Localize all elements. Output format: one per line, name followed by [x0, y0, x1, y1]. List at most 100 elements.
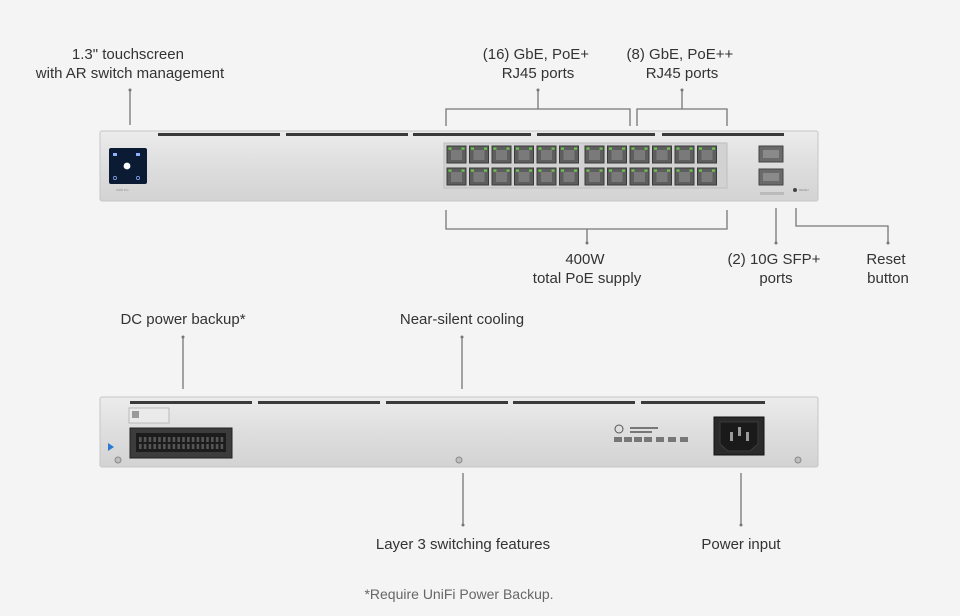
gbe-poe-plus-label: (16) GbE, PoE+ RJ45 ports: [483, 46, 593, 82]
rj45-port-socket: [451, 172, 462, 182]
rj45-port-socket: [679, 150, 690, 160]
port-led: [586, 169, 590, 172]
rj45-port-socket: [473, 172, 485, 182]
callout-lines: [128, 88, 890, 527]
port-led: [529, 169, 532, 172]
gbe-poe-plus-label-line-2: RJ45 ports: [502, 65, 575, 82]
gbe-poe-plus-plus-label-line-1: (8) GbE, PoE++: [627, 46, 734, 63]
port-led: [529, 147, 532, 150]
port-led: [461, 169, 465, 172]
dc-indicator-arrow: [108, 443, 114, 451]
layer3-label: Layer 3 switching features: [376, 536, 550, 553]
dc-power-backup-label: DC power backup*: [120, 311, 245, 328]
port-led: [644, 147, 648, 150]
port-led: [676, 169, 680, 172]
power-input-port[interactable]: [713, 416, 765, 456]
dc-pin: [167, 437, 171, 442]
dc-pins: [139, 437, 224, 449]
dc-pin: [201, 437, 204, 442]
ubiquiti-logo-icon: [614, 424, 624, 434]
rj45-port-socket: [541, 150, 552, 160]
dc-pin: [172, 437, 176, 442]
port-led: [461, 147, 465, 150]
gbe-poe-plus-plus-label-line-2: RJ45 ports: [646, 65, 719, 82]
dc-pin: [182, 444, 185, 449]
rj45-port-socket: [563, 172, 575, 182]
dc-pin: [206, 444, 209, 449]
port-led: [516, 169, 519, 172]
port-led: [538, 169, 542, 172]
dc-pin: [215, 437, 219, 442]
port-led: [609, 147, 612, 150]
rj45-port-socket: [518, 172, 530, 182]
rj45-port-socket: [611, 150, 623, 160]
port-led: [654, 169, 657, 172]
rj45-port-socket: [634, 150, 645, 160]
port-led: [484, 169, 487, 172]
poe-supply-label-line-1: 400W: [565, 251, 605, 268]
port-led: [538, 147, 542, 150]
port-led: [586, 147, 590, 150]
port-led: [667, 169, 670, 172]
dc-pin: [163, 444, 166, 449]
dc-pin: [191, 437, 195, 442]
sfp-ports-label-line-2: ports: [759, 270, 792, 287]
footnote: *Require UniFi Power Backup.: [364, 586, 553, 602]
gbe-poe-plus-plus-label: (8) GbE, PoE++ RJ45 ports: [627, 46, 738, 82]
port-led: [493, 147, 497, 150]
port-led: [561, 169, 564, 172]
port-led: [667, 147, 670, 150]
port-led: [484, 147, 487, 150]
dc-pin: [148, 444, 152, 449]
port-led: [471, 147, 474, 150]
sfp-ports-label-line-1: (2) 10G SFP+: [727, 251, 820, 268]
dc-pin: [139, 444, 142, 449]
port-led: [506, 147, 510, 150]
rj45-port-socket: [634, 172, 645, 182]
reset-button-label-line-1: Reset: [866, 251, 906, 268]
rj45-port-socket: [679, 172, 690, 182]
rear-screws: [114, 456, 802, 464]
port-led: [622, 147, 625, 150]
port-led: [699, 169, 702, 172]
port-led: [599, 169, 603, 172]
rj45-port-socket: [473, 150, 485, 160]
port-led: [712, 147, 715, 150]
dc-pin: [196, 444, 200, 449]
front-panel: USW Pro RESET: [99, 130, 819, 202]
touchscreen-label: 1.3" touchscreen with AR switch manageme…: [35, 46, 225, 82]
rj45-port-socket: [701, 150, 713, 160]
port-led: [506, 169, 510, 172]
rj45-port-socket: [563, 150, 575, 160]
dc-pin: [143, 444, 147, 449]
reset-button[interactable]: [793, 188, 797, 192]
sfp-ports-label: (2) 10G SFP+ ports: [727, 251, 824, 287]
gbe-poe-plus-label-line-1: (16) GbE, PoE+: [483, 46, 590, 63]
port-led: [712, 169, 715, 172]
dc-pin: [191, 444, 195, 449]
port-led: [699, 147, 702, 150]
rj45-port-socket: [496, 172, 507, 182]
port-led: [689, 169, 693, 172]
poe-supply-label-line-2: total PoE supply: [533, 270, 642, 287]
port-led: [561, 147, 564, 150]
dc-pin: [215, 444, 219, 449]
dc-pin: [143, 437, 147, 442]
rj45-port-socket: [701, 172, 713, 182]
port-led: [599, 147, 603, 150]
dc-pin: [206, 437, 209, 442]
port-led: [516, 147, 519, 150]
port-led: [609, 169, 612, 172]
port-led: [493, 169, 497, 172]
dc-pin: [148, 437, 152, 442]
dc-pin: [177, 437, 180, 442]
dc-power-backup-port[interactable]: [129, 427, 233, 459]
dc-pin: [177, 444, 180, 449]
port-led: [631, 169, 635, 172]
touchscreen: [109, 148, 147, 184]
dc-pin: [211, 444, 214, 449]
dc-pin: [153, 437, 156, 442]
dc-pin: [163, 437, 166, 442]
rear-top-vents: [130, 401, 765, 404]
port-led: [574, 169, 577, 172]
